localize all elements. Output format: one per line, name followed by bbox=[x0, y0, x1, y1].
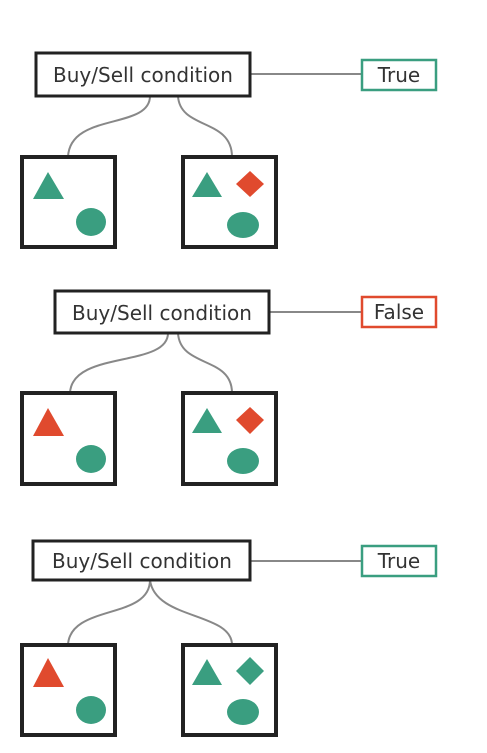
circle-icon bbox=[227, 212, 259, 238]
diagram-1: Buy/Sell condition True bbox=[20, 51, 438, 249]
triangle-icon bbox=[192, 408, 222, 433]
result-box bbox=[360, 295, 438, 329]
left-panel bbox=[20, 155, 117, 249]
triangle-icon bbox=[33, 408, 64, 436]
branch-right bbox=[177, 332, 233, 394]
condition-box bbox=[34, 51, 252, 98]
triangle-icon bbox=[192, 172, 222, 197]
branch-left bbox=[69, 332, 169, 394]
right-panel bbox=[181, 155, 278, 249]
right-panel bbox=[181, 391, 278, 486]
diamond-icon bbox=[236, 657, 264, 685]
branch-right bbox=[149, 579, 233, 646]
result-label: True bbox=[377, 63, 420, 87]
condition-box bbox=[31, 539, 252, 582]
circle-icon bbox=[76, 696, 106, 724]
condition-label: Buy/Sell condition bbox=[72, 301, 252, 325]
result-label: False bbox=[374, 300, 424, 324]
branch-left bbox=[67, 579, 151, 646]
branch-right bbox=[177, 95, 233, 158]
circle-icon bbox=[76, 445, 106, 473]
triangle-icon bbox=[33, 658, 64, 687]
condition-box bbox=[53, 289, 271, 335]
left-panel bbox=[20, 643, 117, 737]
branch-left bbox=[67, 95, 151, 158]
result-box bbox=[360, 544, 438, 578]
result-label: True bbox=[377, 549, 420, 573]
circle-icon bbox=[227, 699, 259, 725]
diagram-2: Buy/Sell condition False bbox=[20, 289, 438, 486]
triangle-icon bbox=[192, 659, 222, 685]
diamond-icon bbox=[236, 171, 264, 197]
triangle-icon bbox=[33, 172, 64, 199]
condition-label: Buy/Sell condition bbox=[52, 549, 232, 573]
result-box bbox=[360, 58, 438, 92]
left-panel bbox=[20, 391, 117, 486]
circle-icon bbox=[76, 208, 106, 236]
diagram-3: Buy/Sell condition True bbox=[20, 539, 438, 737]
diamond-icon bbox=[236, 407, 264, 434]
circle-icon bbox=[227, 448, 259, 474]
condition-label: Buy/Sell condition bbox=[53, 63, 233, 87]
right-panel bbox=[181, 643, 278, 737]
